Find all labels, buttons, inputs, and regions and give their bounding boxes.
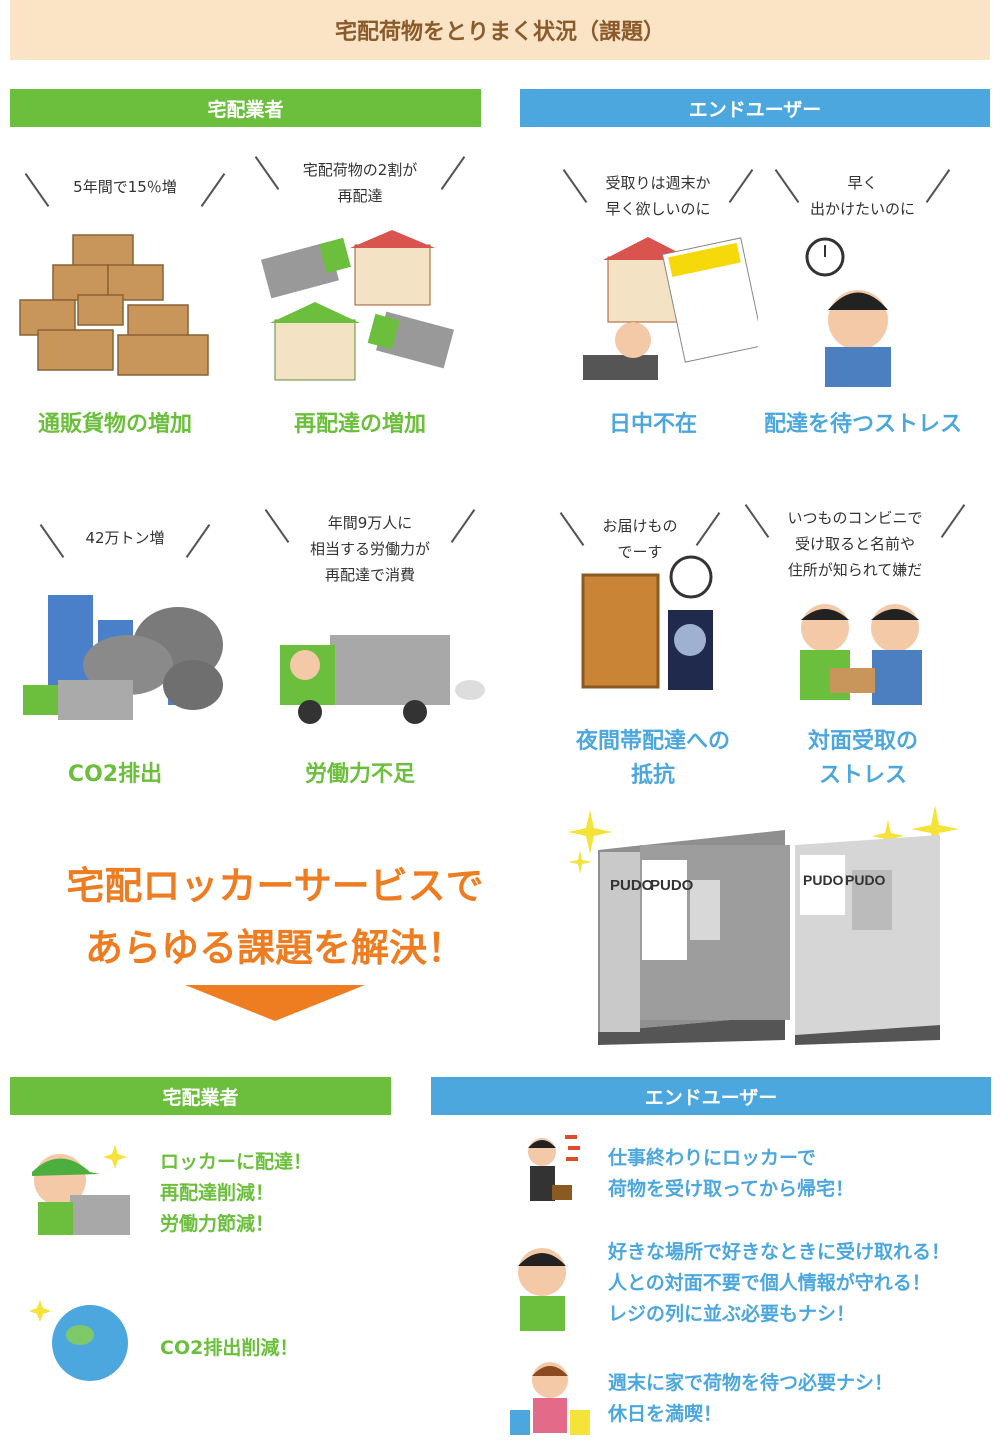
benefit-line: 再配達削減！ <box>160 1182 275 1204</box>
issue-label: 夜間帯配達への 抵抗 <box>575 729 730 788</box>
issue-label: CO2排出 <box>67 762 163 787</box>
benefit-line: 荷物を受け取ってから帰宅！ <box>608 1178 855 1200</box>
benefit-line: 休日を満喫！ <box>608 1403 723 1425</box>
cardboard-boxes-illustration <box>19 234 209 376</box>
waiting-person-illustration <box>805 237 891 387</box>
absent-notice-illustration <box>583 237 758 380</box>
issue-quote: 42万トン増 <box>39 524 211 558</box>
benefit-line: 労働力節減！ <box>160 1213 275 1235</box>
end-user-benefit-anytime: 好きな場所で好きなときに受け取れる！ 人との対面不要で個人情報が守れる！ レジの… <box>608 1237 950 1330</box>
issue-quote: 宅配荷物の2割が 再配達 <box>254 156 466 209</box>
benefit-line: レジの列に並ぶ必要もナシ！ <box>608 1303 856 1325</box>
issue-label: 労働力不足 <box>304 762 415 787</box>
shopping-woman-icon <box>510 1362 590 1435</box>
benefit-line: 人との対面不要で個人情報が守れる！ <box>608 1272 931 1294</box>
issue-label: 再配達の増加 <box>293 412 426 437</box>
night-delivery-illustration <box>581 555 713 690</box>
pudo-logo-right-a: PUDO <box>803 872 844 888</box>
benefit-line: CO2排出削減！ <box>160 1337 299 1359</box>
pudo-logo-center: PUDO <box>650 877 694 894</box>
issue-quote: 5年間で15％増 <box>24 173 226 207</box>
issue-quote: お届けもの でーす <box>559 512 721 565</box>
delivery-driver-icon <box>32 1145 130 1235</box>
pudo-locker-illustration: PUDO PUDO PUDO PUDO <box>568 805 959 1045</box>
benefit-line: 仕事終わりにロッカーで <box>608 1147 816 1169</box>
happy-earth-icon <box>29 1300 128 1381</box>
benefit-line: 好きな場所で好きなときに受け取れる！ <box>608 1241 951 1263</box>
labor-shortage-truck-illustration <box>280 635 485 724</box>
end-user-benefits-header: エンドユーザー <box>431 1077 991 1115</box>
end-user-benefit-commute: 仕事終わりにロッカーで 荷物を受け取ってから帰宅！ <box>608 1143 854 1205</box>
smiling-man-icon <box>518 1248 566 1331</box>
pudo-logo-right-b: PUDO <box>845 872 886 888</box>
solution-headline-line-1: 宅配ロッカーサービスで <box>66 864 484 908</box>
end-user-benefit-weekend: 週末に家で荷物を待つ必要ナシ！ 休日を満喫！ <box>608 1368 893 1430</box>
solution-headline-line-2: あらゆる課題を解決！ <box>84 926 465 970</box>
down-arrow-icon <box>185 985 365 1021</box>
issue-label: 対面受取の ストレス <box>807 729 918 788</box>
benefit-line: ロッカーに配達！ <box>160 1151 313 1173</box>
issue-quote: 受取りは週末か 早く欲しいのに <box>562 169 754 222</box>
co2-emission-illustration <box>23 595 223 720</box>
issue-label: 通販貨物の増加 <box>37 412 192 437</box>
issue-label: 配達を待つストレス <box>763 412 962 437</box>
end-user-section-header: エンドユーザー <box>520 89 990 127</box>
carrier-benefit-co2: CO2排出削減！ <box>160 1333 298 1364</box>
issue-label: 日中不在 <box>608 412 697 437</box>
face-to-face-pickup-illustration <box>800 604 922 705</box>
carrier-benefit-delivery: ロッカーに配達！ 再配達削減！ 労働力節減！ <box>160 1147 312 1240</box>
issue-quote: 早く 出かけたいのに <box>774 169 951 222</box>
redelivery-trucks-illustration <box>261 230 454 381</box>
carrier-section-header: 宅配業者 <box>10 89 481 127</box>
solution-headline: 宅配ロッカーサービスで あらゆる課題を解決！ <box>30 855 520 979</box>
businesswoman-icon <box>528 1135 580 1201</box>
issue-quote: いつものコンビニで 受け取ると名前や 住所が知られて嫌だ <box>744 504 966 583</box>
pudo-logo-left: PUDO <box>610 877 654 894</box>
carrier-benefits-header: 宅配業者 <box>10 1077 391 1115</box>
benefit-line: 週末に家で荷物を待つ必要ナシ！ <box>608 1372 894 1394</box>
issue-quote: 年間9万人に 相当する労働力が 再配達で消費 <box>264 509 476 588</box>
page-title: 宅配荷物をとりまく状況（課題） <box>10 0 990 60</box>
